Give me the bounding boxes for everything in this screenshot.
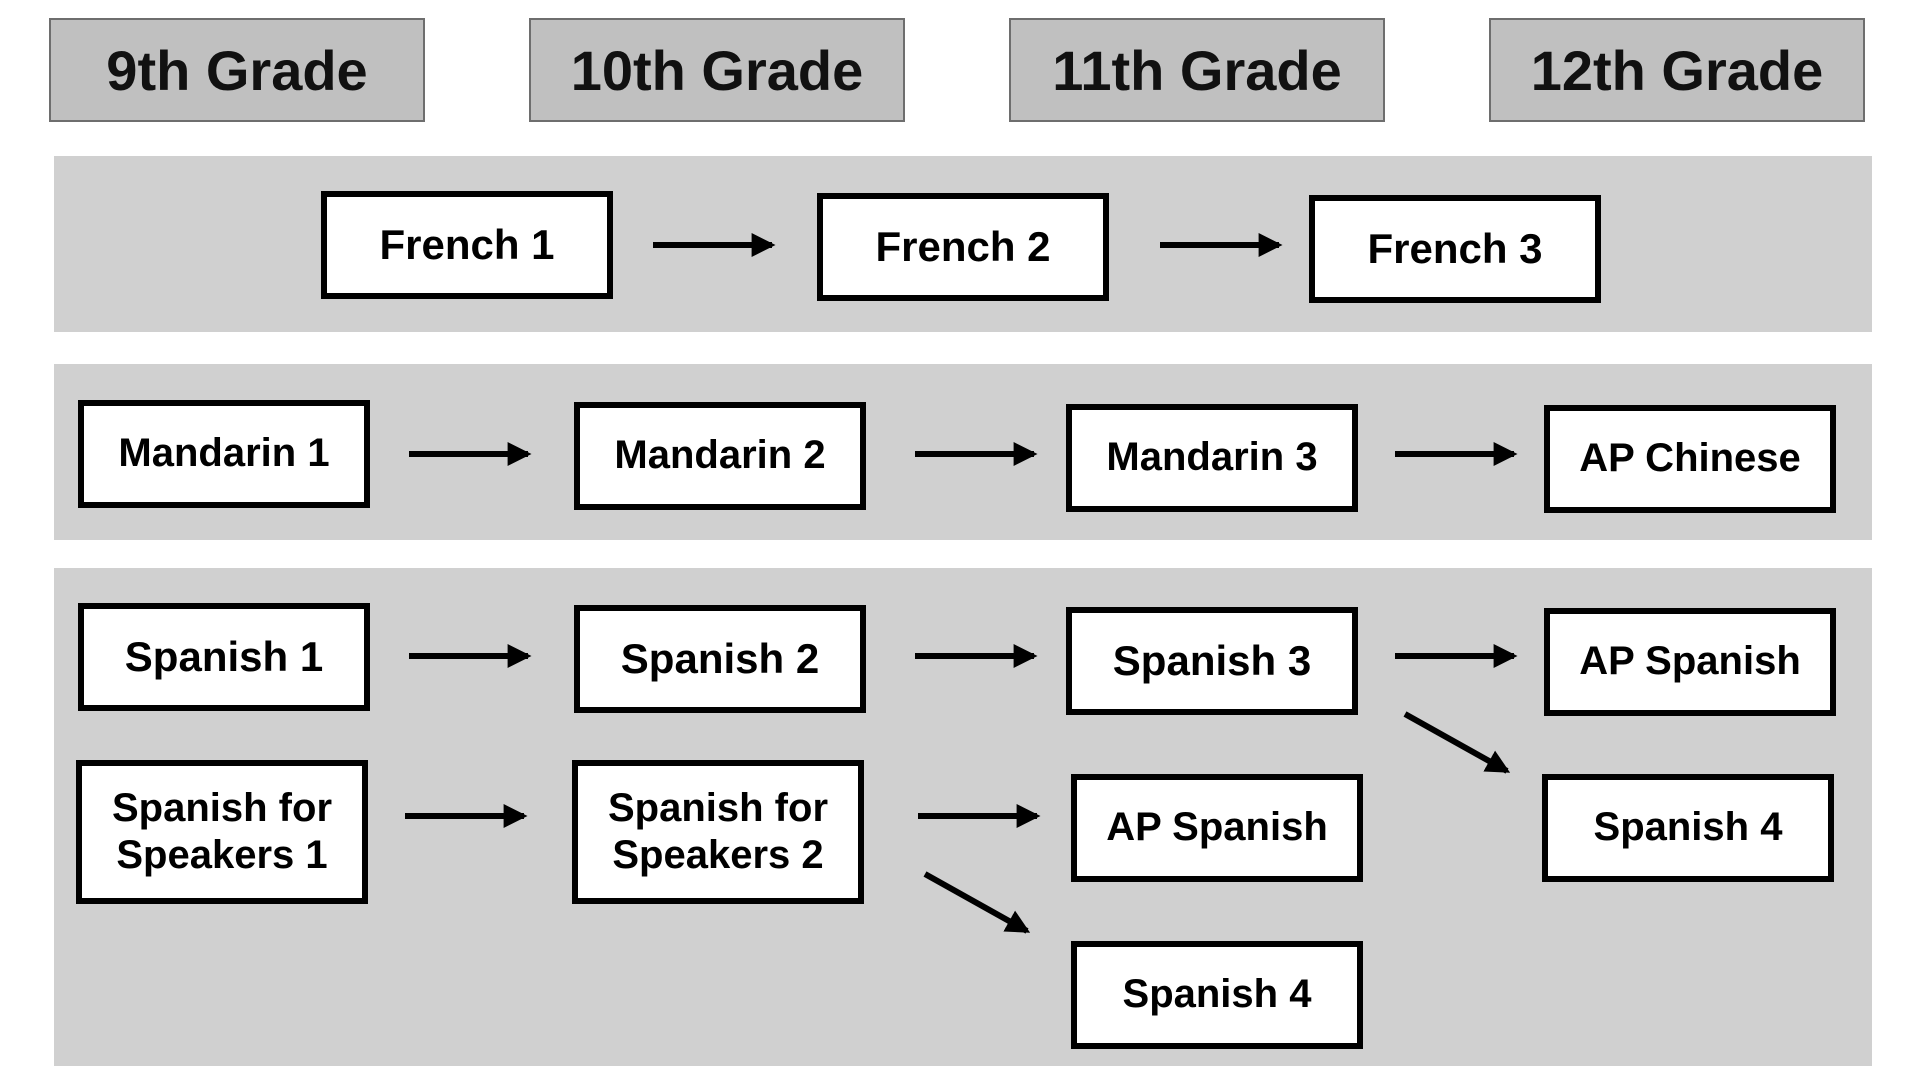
course-french-2: French 2 [817,193,1109,301]
course-ap-chinese: AP Chinese [1544,405,1836,513]
course-spanish-1: Spanish 1 [78,603,370,711]
course-spanish-3: Spanish 3 [1066,607,1358,715]
course-mandarin-1: Mandarin 1 [78,400,370,508]
course-ap-spanish-12: AP Spanish [1544,608,1836,716]
grade-header-10: 10th Grade [529,18,905,122]
course-spanish-2: Spanish 2 [574,605,866,713]
grade-header-12: 12th Grade [1489,18,1865,122]
course-mandarin-3: Mandarin 3 [1066,404,1358,512]
grade-header-9: 9th Grade [49,18,425,122]
course-spanish-4-12: Spanish 4 [1542,774,1834,882]
course-ap-spanish-11: AP Spanish [1071,774,1363,882]
course-spanish-for-speakers-2: Spanish for Speakers 2 [572,760,864,904]
course-spanish-for-speakers-1: Spanish for Speakers 1 [76,760,368,904]
course-french-1: French 1 [321,191,613,299]
course-mandarin-2: Mandarin 2 [574,402,866,510]
grade-header-11: 11th Grade [1009,18,1385,122]
course-french-3: French 3 [1309,195,1601,303]
course-spanish-4-11: Spanish 4 [1071,941,1363,1049]
